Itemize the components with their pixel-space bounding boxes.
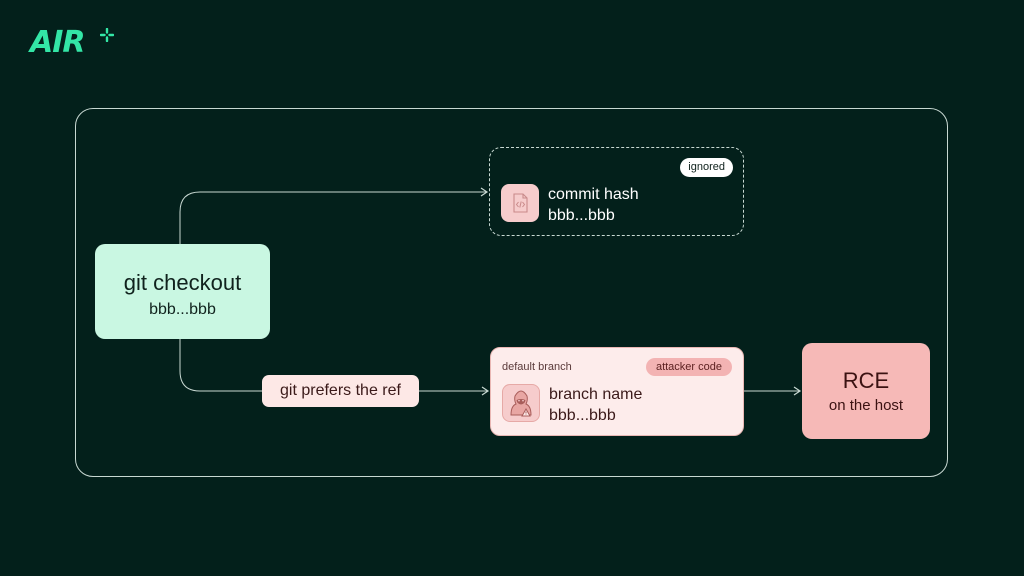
git-prefers-ref-label: git prefers the ref [262, 375, 419, 407]
connector-checkout-to-commit [179, 191, 487, 244]
arrowhead-branch [481, 386, 490, 396]
connector-checkout-to-ref [179, 339, 262, 392]
default-branch-tag: default branch [502, 361, 572, 373]
arrowhead-rce [793, 386, 802, 396]
air-logo: AIR [30, 26, 114, 60]
arrowhead-commit [480, 187, 489, 197]
rce-title: RCE [842, 368, 890, 393]
branch-name-label: branch name [549, 386, 643, 403]
hacker-icon [502, 384, 540, 422]
branch-name-value: bbb...bbb [549, 407, 616, 424]
rce-subtitle: on the host [828, 397, 904, 414]
sparkle-icon [100, 28, 114, 42]
git-checkout-node: git checkout bbb...bbb [95, 244, 270, 339]
diagram-frame [75, 108, 948, 477]
logo-text: AIR [30, 25, 85, 60]
code-file-icon [501, 184, 539, 222]
rce-node: RCE on the host [802, 343, 930, 439]
git-checkout-value: bbb...bbb [149, 301, 216, 318]
commit-hash-label: commit hash [548, 186, 639, 203]
commit-hash-node: ignored commit hash bbb...bbb [489, 147, 744, 236]
git-checkout-title: git checkout [123, 270, 242, 295]
branch-name-node: default branch attacker code branch name… [490, 347, 744, 436]
commit-hash-value: bbb...bbb [548, 207, 615, 224]
ignored-badge: ignored [680, 158, 733, 177]
attacker-code-badge: attacker code [645, 358, 732, 376]
